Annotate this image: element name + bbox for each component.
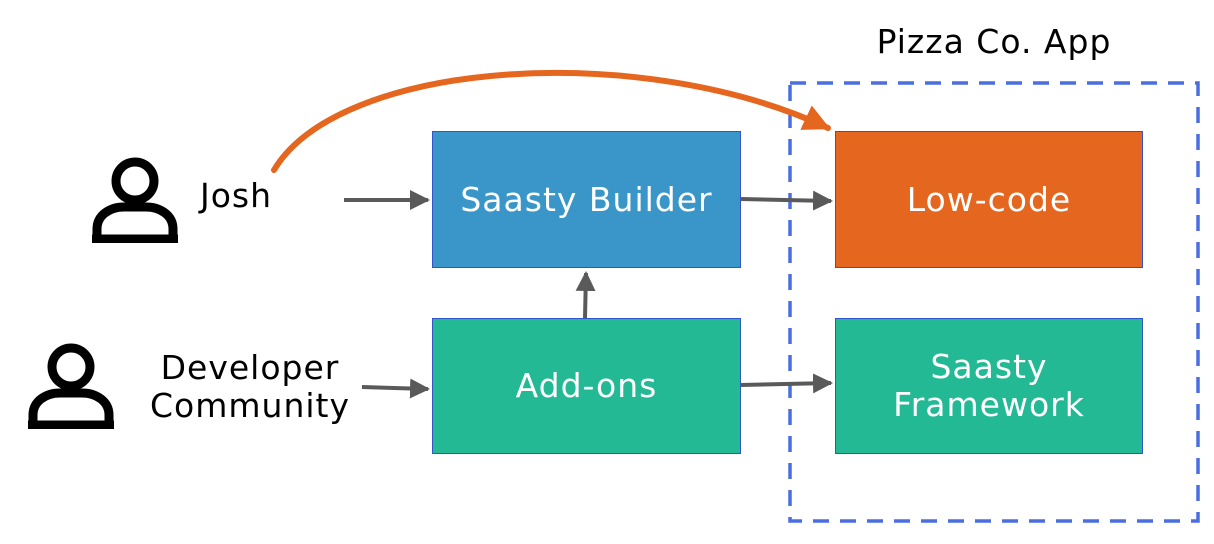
actor-label-josh: Josh <box>200 176 273 215</box>
arrow-josh-to-lowcode <box>271 69 831 173</box>
box-label-add-ons: Add-ons <box>515 366 658 405</box>
box-add-ons: Add-ons <box>432 318 741 454</box>
group-title: Pizza Co. App <box>876 22 1112 61</box>
box-low-code: Low-code <box>835 131 1143 268</box>
group-frame-border <box>788 81 1200 523</box>
person-icon <box>92 157 178 243</box>
arrow-addons-to-builder <box>575 271 596 319</box>
box-label-saasty-builder: Saasty Builder <box>460 179 713 219</box>
box-saasty-builder: Saasty Builder <box>432 131 741 268</box>
box-label-saasty-framework: Saasty Framework <box>893 347 1085 424</box>
box-label-low-code: Low-code <box>906 179 1072 219</box>
actor-label-developer-community: Developer Community <box>150 348 350 425</box>
arrow-devs-to-addons <box>361 378 430 399</box>
box-saasty-framework: Saasty Framework <box>835 318 1143 454</box>
arrow-builder-to-lowcode <box>740 190 833 211</box>
person-icon <box>28 343 114 429</box>
arrow-addons-to-framework <box>740 373 833 394</box>
